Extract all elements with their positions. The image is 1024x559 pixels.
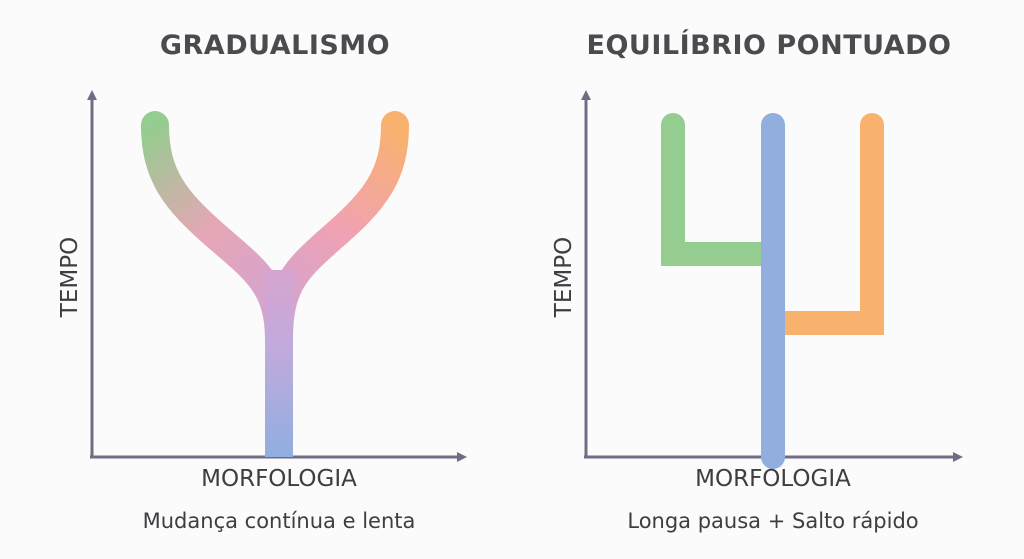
- gradualism-x-axis-label: MORFOLOGIA: [201, 466, 357, 492]
- punctuated-y-axis-label: TEMPO: [551, 236, 577, 318]
- punctuated-title: EQUILÍBRIO PONTUADO: [586, 30, 952, 61]
- punctuated-orange-branch: [763, 113, 884, 335]
- punctuated-x-axis-label: MORFOLOGIA: [695, 466, 851, 492]
- gradualism-left-branch: [141, 111, 293, 354]
- punctuated-lineage: [661, 113, 884, 469]
- punctuated-green-branch: [661, 113, 783, 266]
- gradualism-panel: [87, 90, 467, 462]
- gradualism-caption: Mudança contínua e lenta: [142, 509, 416, 533]
- gradualism-y-axis-label: TEMPO: [57, 236, 83, 318]
- punctuated-caption: Longa pausa + Salto rápido: [627, 509, 919, 533]
- punctuated-panel: [581, 90, 963, 469]
- gradualism-right-branch: [265, 111, 409, 354]
- gradualism-title: GRADUALISMO: [159, 30, 391, 61]
- punctuated-blue-trunk-base: [761, 440, 785, 457]
- gradualism-lineage: [141, 111, 409, 457]
